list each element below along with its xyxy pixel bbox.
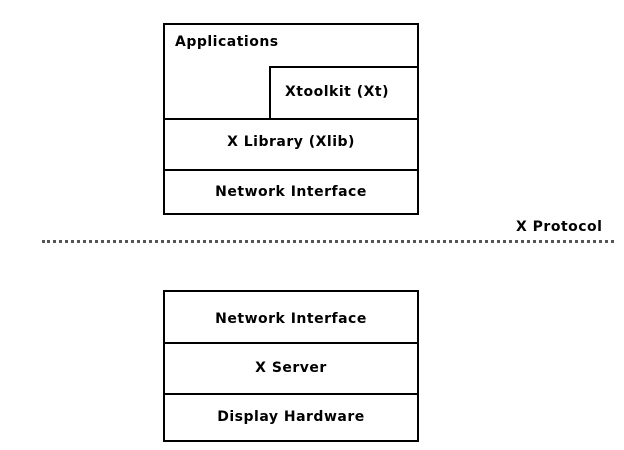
xlib-label: X Library (Xlib) — [227, 134, 355, 150]
x-server-label: X Server — [255, 360, 327, 376]
server-network-interface-label: Network Interface — [215, 311, 367, 327]
client-network-interface-label: Network Interface — [215, 184, 367, 200]
server-stack: Network Interface X Server Display Hardw… — [163, 290, 419, 442]
protocol-separator — [42, 240, 614, 243]
client-stack: Applications Xtoolkit (Xt) X Library (Xl… — [163, 23, 419, 215]
applications-label: Applications — [175, 34, 279, 50]
display-hardware-top-border — [165, 393, 419, 395]
xlib-top-border — [165, 118, 419, 120]
client-network-top-border — [165, 169, 419, 171]
x-server-top-border — [165, 342, 419, 344]
protocol-label: X Protocol — [516, 219, 603, 235]
display-hardware-label: Display Hardware — [217, 409, 365, 425]
toolkit-left-border — [269, 66, 271, 118]
toolkit-top-border — [269, 66, 419, 68]
toolkit-label: Xtoolkit (Xt) — [285, 84, 389, 100]
